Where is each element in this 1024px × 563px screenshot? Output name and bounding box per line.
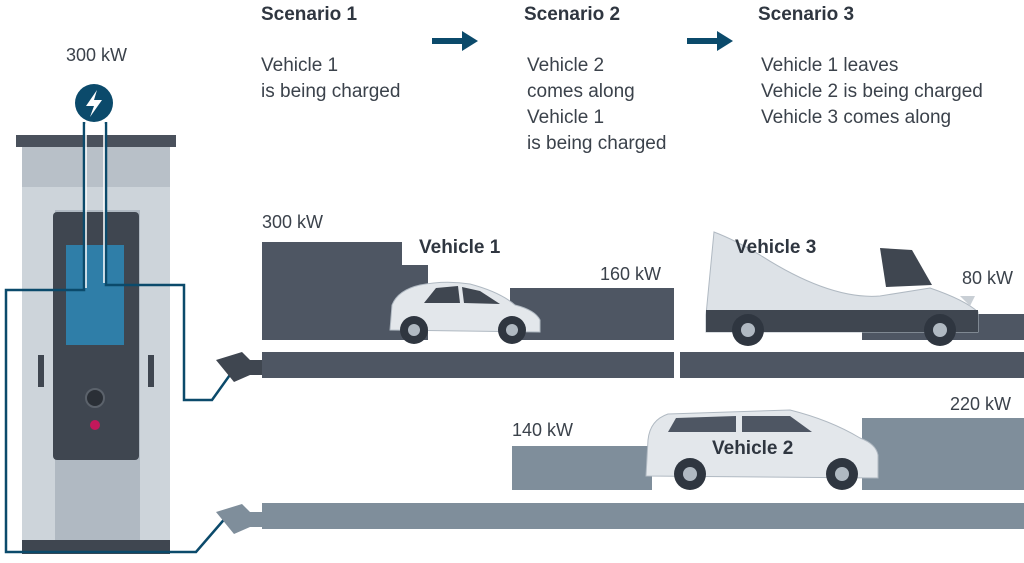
plug-top <box>216 352 262 382</box>
vehicle-1-label: Vehicle 1 <box>419 237 501 258</box>
scenario-2-heading: Scenario 2 <box>524 4 621 25</box>
scenario-2-line: Vehicle 2 <box>527 55 605 76</box>
vehicle-1-car-icon <box>389 281 541 344</box>
charger-power-label: 300 kW <box>66 45 128 65</box>
lane-top-power-label: 160 kW <box>600 264 662 284</box>
charging-cables <box>4 122 234 554</box>
lane-top-power-label: 80 kW <box>962 268 1014 288</box>
plug-bottom <box>216 504 262 534</box>
scenario-2-line: Vehicle 1 <box>527 107 605 128</box>
power-bar <box>512 446 652 490</box>
vehicle-3-label: Vehicle 3 <box>735 237 817 258</box>
arrow-icon <box>432 31 733 51</box>
lane-top-power-label: 300 kW <box>262 212 324 232</box>
charging-station <box>16 135 176 554</box>
lane-bottom <box>262 418 1024 529</box>
scenario-3-line: Vehicle 3 comes along <box>761 107 952 128</box>
scenario-2-line: comes along <box>527 81 635 102</box>
cable-bar <box>262 503 1024 529</box>
vehicle-2-suv-icon <box>645 409 879 490</box>
cable-bar <box>262 352 674 378</box>
cable-bar <box>680 352 1024 378</box>
scenario-3-line: Vehicle 1 leaves <box>761 55 899 76</box>
lightning-bolt-icon <box>75 84 113 122</box>
scenario-1-line: Vehicle 1 <box>261 55 339 76</box>
vehicle-3-van-icon <box>705 231 979 346</box>
scenario-2-line: is being charged <box>527 133 667 154</box>
vehicle-2-label: Vehicle 2 <box>712 438 794 459</box>
lane-bottom-power-label: 140 kW <box>512 420 574 440</box>
scenario-3-line: Vehicle 2 is being charged <box>761 81 983 102</box>
power-bar <box>262 242 402 340</box>
lane-bottom-power-label: 220 kW <box>950 394 1012 414</box>
scenario-1-heading: Scenario 1 <box>261 4 358 25</box>
power-bar <box>862 418 1024 490</box>
scenario-1-line: is being charged <box>261 81 401 102</box>
scenario-3-heading: Scenario 3 <box>758 4 855 25</box>
